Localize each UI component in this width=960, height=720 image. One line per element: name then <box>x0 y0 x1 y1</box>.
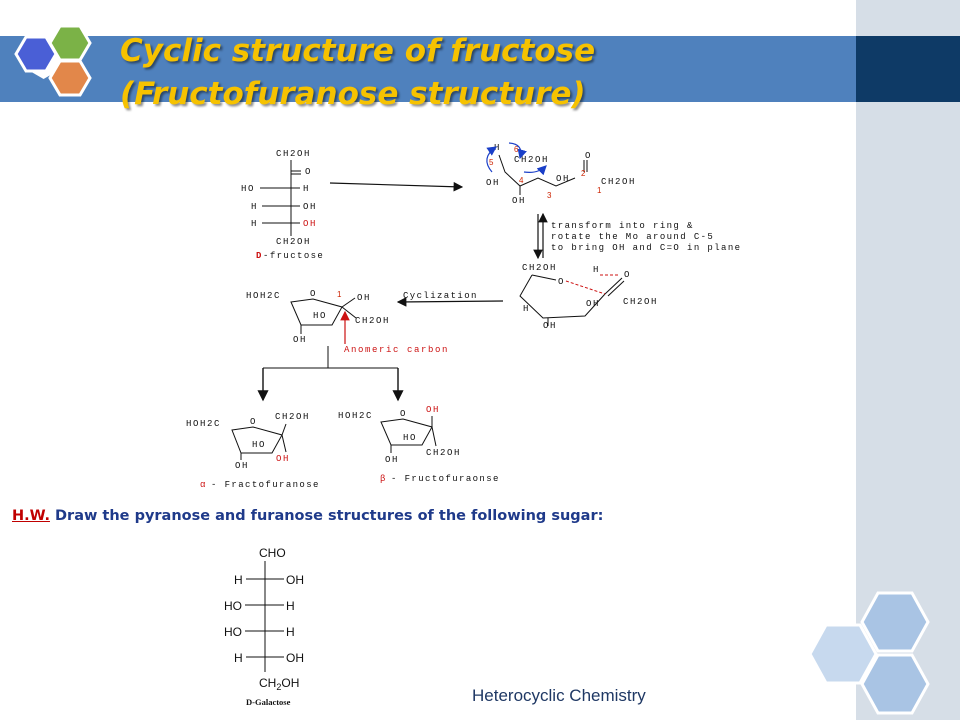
svg-text:O: O <box>310 289 317 299</box>
svg-text:O: O <box>585 151 592 161</box>
svg-text:O: O <box>400 409 407 419</box>
svg-text:HO: HO <box>313 311 327 321</box>
svg-text:O: O <box>558 277 565 287</box>
svg-text:6: 6 <box>514 145 519 154</box>
alpha-fructofuranose: HOH2C O CH2OH HO OH OH α- Fractofuranose <box>186 412 320 490</box>
svg-text:H: H <box>234 573 243 587</box>
hexagon-decoration-icon <box>808 591 930 715</box>
alpha-label: α- Fractofuranose <box>200 480 320 490</box>
d-fructose-fischer: CH2OH O HO H H OH H OH CH2OH D-fructose <box>241 149 324 261</box>
svg-text:CH2OH: CH2OH <box>514 155 549 165</box>
homework-instruction: H.W. Draw the pyranose and furanose stru… <box>12 508 603 524</box>
svg-text:H: H <box>286 599 295 613</box>
svg-text:HOH2C: HOH2C <box>246 291 281 301</box>
svg-text:CH2OH: CH2OH <box>355 316 390 326</box>
svg-text:1: 1 <box>597 186 602 195</box>
oh-right-4: OH <box>303 202 317 212</box>
svg-text:OH: OH <box>486 178 500 188</box>
svg-text:1: 1 <box>337 290 342 299</box>
slide-title: Cyclic structure of fructose (Fructofura… <box>120 30 595 116</box>
svg-text:OH: OH <box>586 299 600 309</box>
svg-text:5: 5 <box>489 158 494 167</box>
arrow-to-chain <box>329 181 464 192</box>
svg-text:CH2OH: CH2OH <box>426 448 461 458</box>
d-galactose-fischer: CHO H OH HO H HO H H OH CH2OH D-Galactos… <box>224 546 304 707</box>
svg-text:HO: HO <box>224 625 242 639</box>
svg-text:OH: OH <box>235 461 249 471</box>
svg-text:2: 2 <box>581 169 586 178</box>
cyclized-furanose: HOH2C O 1 OH HO CH2OH OH Anomeric carbon <box>246 289 449 355</box>
galactose-name: D-Galactose <box>246 697 291 707</box>
svg-text:OH: OH <box>556 174 570 184</box>
svg-text:H: H <box>593 265 600 275</box>
transform-note-3: to bring OH and C=O in plane <box>551 243 741 253</box>
d-fructose-label: D-fructose <box>256 251 324 261</box>
svg-text:HOH2C: HOH2C <box>338 411 373 421</box>
svg-text:OH: OH <box>426 405 440 415</box>
open-chain-fructose: H 6 5 CH2OH OH 4 OH OH 3 O 2 CH2OH 1 <box>486 142 636 206</box>
title-bar <box>0 36 856 102</box>
svg-text:CH2OH: CH2OH <box>623 297 658 307</box>
svg-text:OH: OH <box>286 651 304 665</box>
transform-note-2: rotate the Mo around C-5 <box>551 232 714 242</box>
svg-text:O: O <box>250 417 257 427</box>
svg-text:OH: OH <box>293 335 307 345</box>
h-left-5: H <box>251 219 258 229</box>
carbonyl-o: O <box>305 167 312 177</box>
svg-text:OH: OH <box>286 573 304 587</box>
svg-text:OH: OH <box>543 321 557 331</box>
oh-right-5: OH <box>303 219 317 229</box>
title-line-2: (Fructofuranose structure) <box>120 76 586 112</box>
transform-note-1: transform into ring & <box>551 221 694 231</box>
svg-text:OH: OH <box>357 293 371 303</box>
svg-text:3: 3 <box>547 191 552 200</box>
hexagon-logo-icon <box>14 24 92 97</box>
ho-left-3: HO <box>241 184 255 194</box>
svg-text:H: H <box>523 304 530 314</box>
c6-label: CH2OH <box>276 237 311 247</box>
svg-text:H: H <box>234 651 243 665</box>
footer-text: Heterocyclic Chemistry <box>472 686 646 705</box>
anomeric-carbon-label: Anomeric carbon <box>344 345 449 355</box>
svg-text:OH: OH <box>512 196 526 206</box>
svg-text:CH2OH: CH2OH <box>275 412 310 422</box>
split-arrows <box>257 346 404 402</box>
svg-text:CH2OH: CH2OH <box>601 177 636 187</box>
galactose-ch2oh: CH2OH <box>259 676 299 692</box>
h-left-4: H <box>251 202 258 212</box>
title-line-1: Cyclic structure of fructose <box>120 33 596 69</box>
svg-text:OH: OH <box>276 454 290 464</box>
cyclization-arrow <box>396 297 504 307</box>
svg-text:H: H <box>286 625 295 639</box>
svg-text:HO: HO <box>224 599 242 613</box>
galactose-cho: CHO <box>259 546 286 560</box>
beta-label: β- Fructofuraonse <box>380 474 500 484</box>
svg-text:CH2OH: CH2OH <box>522 263 557 273</box>
beta-fructofuranose: HOH2C O OH HO CH2OH OH β- Fructofuraonse <box>338 405 500 484</box>
svg-text:HO: HO <box>252 440 266 450</box>
cyclization-label: Cyclization <box>403 291 478 301</box>
svg-text:HO: HO <box>403 433 417 443</box>
c1-label: CH2OH <box>276 149 311 159</box>
svg-text:HOH2C: HOH2C <box>186 419 221 429</box>
rotated-chain: CH2OH O H O OH CH2OH H OH <box>519 263 658 331</box>
homework-label: H.W. <box>12 508 50 524</box>
title-bar-accent <box>856 36 960 102</box>
h-right-3: H <box>303 184 310 194</box>
homework-text: Draw the pyranose and furanose structure… <box>49 508 604 524</box>
svg-text:4: 4 <box>519 176 524 185</box>
equilibrium-arrows <box>533 212 548 260</box>
fructose-cyclization-diagram: CH2OH O HO H H OH H OH CH2OH D-fructose … <box>186 142 741 490</box>
svg-text:OH: OH <box>385 455 399 465</box>
svg-text:O: O <box>624 270 631 280</box>
